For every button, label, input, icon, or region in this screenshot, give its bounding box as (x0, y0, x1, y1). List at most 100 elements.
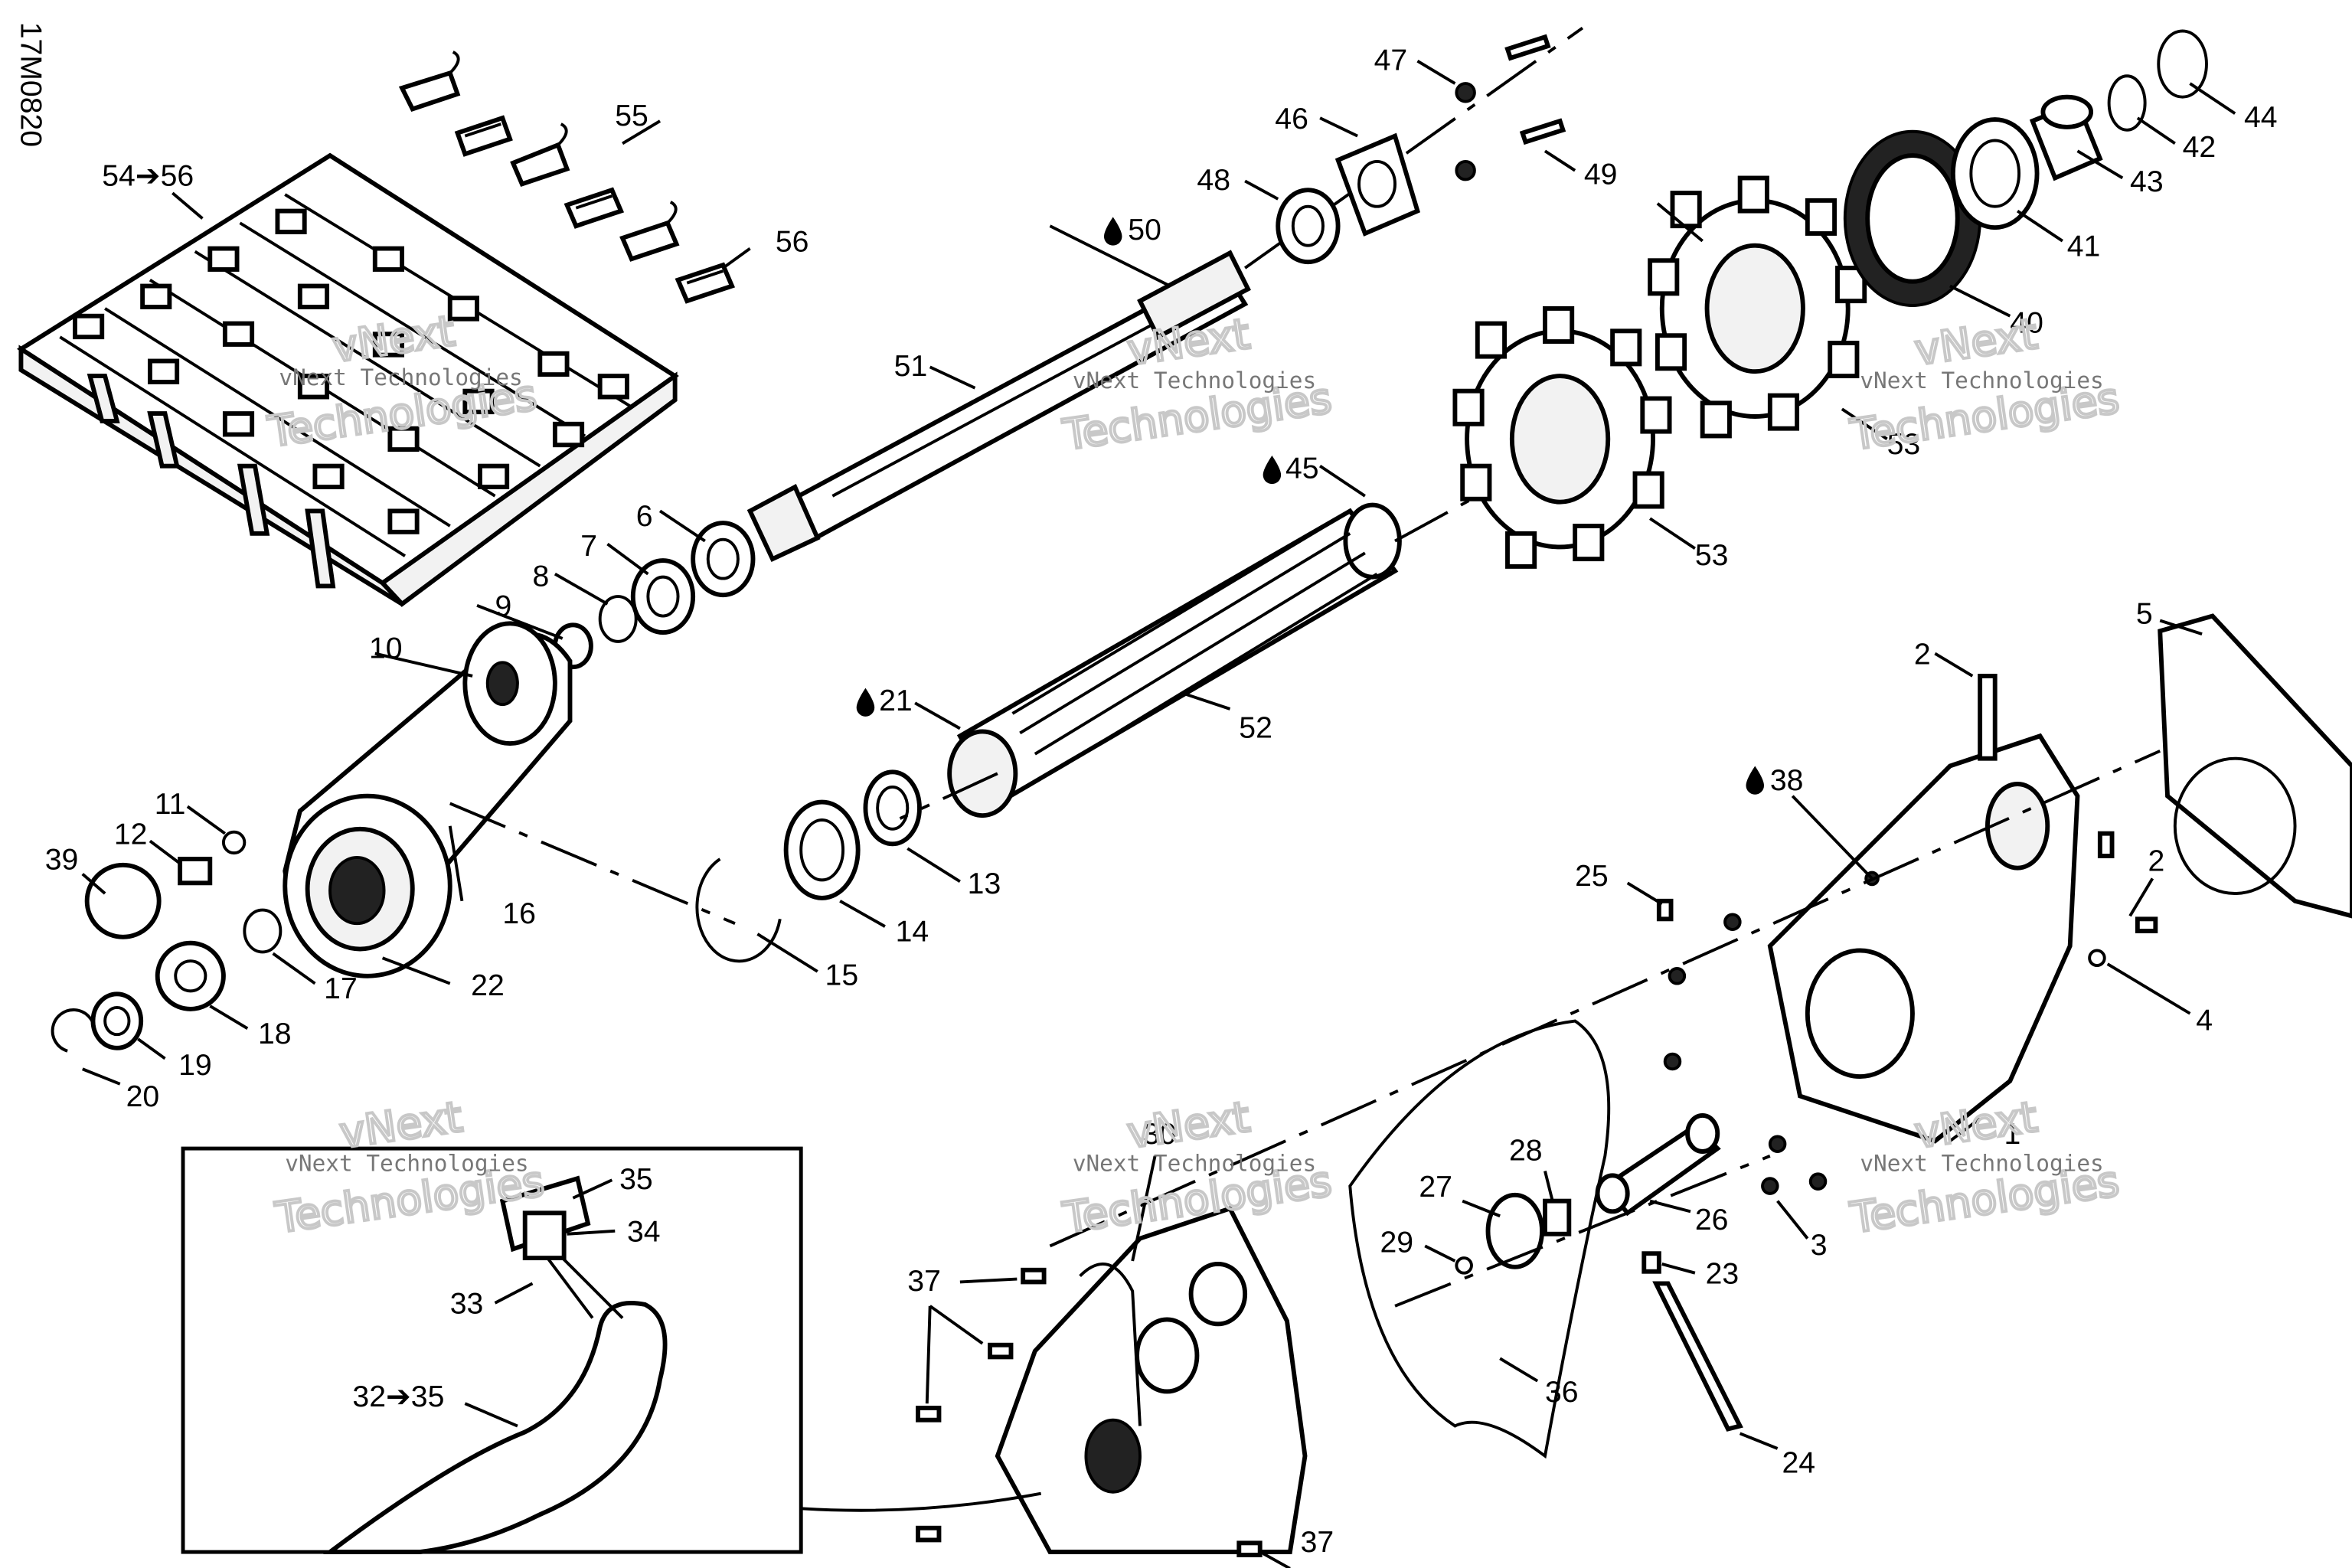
drive-axle-shaft (746, 250, 1251, 563)
callout-7: 7 (580, 530, 597, 563)
callout-10: 10 (369, 632, 403, 665)
callout-46: 46 (1275, 103, 1308, 136)
callout-28: 28 (1509, 1135, 1543, 1168)
callout-21: 21 (879, 684, 913, 717)
callout-5: 5 (2136, 597, 2153, 630)
fasteners-right (1656, 673, 2158, 1195)
chaincase-housing-1 (1767, 733, 2080, 1144)
callout-53-rear: 53 (1887, 428, 1921, 461)
callout-8: 8 (533, 560, 550, 593)
callout-39: 39 (45, 844, 79, 877)
track-sprocket-front (1452, 305, 1672, 569)
callout-2-top: 2 (1914, 638, 1931, 671)
callout-2-right: 2 (2148, 845, 2165, 878)
callout-labels: 55 56 54➔56 10 11 12 39 16 22 17 18 19 2… (45, 44, 2278, 1559)
bearings-13-14-15 (695, 769, 922, 963)
callout-43: 43 (2130, 165, 2164, 198)
callout-41: 41 (2067, 230, 2101, 263)
bearing-41 (1950, 117, 2040, 230)
centerline-sprocket (1394, 495, 1478, 543)
callout-6: 6 (636, 500, 653, 533)
callout-52: 52 (1239, 711, 1272, 744)
callout-3: 3 (1811, 1229, 1828, 1262)
track-sprocket-rear (1648, 175, 1867, 439)
svg-text:vNext Technologies: vNext Technologies (285, 1150, 528, 1176)
callout-4: 4 (2196, 1004, 2213, 1037)
svg-text:vNext Technologies: vNext Technologies (1860, 1150, 2103, 1176)
callout-17: 17 (324, 972, 358, 1005)
callout-44: 44 (2244, 101, 2278, 134)
sleeve-43 (2029, 94, 2103, 181)
callout-47: 47 (1374, 44, 1408, 77)
callout-50: 50 (1128, 214, 1161, 247)
callout-55: 55 (615, 100, 648, 132)
callout-18: 18 (258, 1018, 292, 1050)
centerline-shaft (899, 772, 998, 820)
callout-38: 38 (1770, 764, 1804, 797)
callout-15: 15 (825, 959, 859, 992)
callout-25: 25 (1575, 860, 1609, 893)
centerline (1243, 26, 1584, 270)
bearing-housing-40 (1843, 129, 1982, 307)
leader-lines (81, 59, 2236, 1568)
callout-37-left: 37 (907, 1265, 941, 1298)
chain-tensioner (1455, 1113, 1743, 1432)
callout-54: 54➔56 (102, 159, 194, 192)
track-clips (398, 51, 736, 304)
callout-24: 24 (1782, 1446, 1816, 1479)
callout-13: 13 (968, 867, 1001, 900)
callout-32: 32➔35 (352, 1380, 444, 1413)
callout-19: 19 (178, 1049, 212, 1082)
wiring-harness (323, 1175, 668, 1555)
callout-49: 49 (1584, 158, 1618, 191)
callout-37-bottom: 37 (1301, 1526, 1334, 1559)
centerline-cover (1049, 750, 2161, 1248)
callout-14: 14 (896, 916, 929, 949)
callout-22: 22 (471, 969, 505, 1002)
centerline-bolts (1394, 1155, 1771, 1308)
svg-text:vNext: vNext (1912, 309, 2040, 375)
callout-23: 23 (1706, 1257, 1740, 1290)
track-clip-plate (16, 152, 679, 607)
ring-42 (2107, 74, 2147, 132)
oil-drop-icon (856, 217, 1764, 795)
drawing-reference: 17M0820 (14, 22, 47, 147)
small-parts-11-12-17-18-19-20-39 (51, 830, 283, 1053)
inset-frame (181, 1146, 803, 1554)
callout-45: 45 (1285, 452, 1319, 485)
callout-26: 26 (1695, 1204, 1729, 1236)
callout-40: 40 (2010, 306, 2043, 339)
drive-shaft-52 (947, 502, 1402, 818)
centerline-gear (449, 802, 736, 926)
callout-56: 56 (776, 225, 809, 258)
callout-16: 16 (502, 897, 536, 930)
callout-29: 29 (1380, 1226, 1413, 1259)
svg-text:vNext: vNext (1125, 1092, 1253, 1158)
callout-11: 11 (155, 788, 186, 821)
callout-42: 42 (2183, 131, 2216, 164)
callout-30: 30 (1143, 1118, 1177, 1151)
ring-44 (2157, 29, 2208, 99)
harness-link-line (801, 1491, 1042, 1512)
svg-text:vNext Technologies: vNext Technologies (1860, 368, 2103, 394)
bolts-37 (916, 1267, 1263, 1557)
svg-text:vNext Technologies: vNext Technologies (1073, 368, 1316, 394)
svg-text:vNext Technologies: vNext Technologies (279, 364, 522, 390)
callout-9: 9 (495, 590, 512, 623)
callout-34: 34 (627, 1216, 661, 1249)
callout-33: 33 (450, 1288, 484, 1321)
callout-53-front: 53 (1695, 539, 1729, 572)
callout-36: 36 (1545, 1376, 1579, 1409)
callout-12: 12 (114, 818, 148, 851)
inner-cover-30 (995, 1205, 1308, 1555)
bearing-48-and-flange-46 (1276, 34, 1566, 265)
bearings-left (552, 521, 756, 670)
callout-1: 1 (2004, 1118, 2020, 1151)
side-cover-5 (2158, 613, 2352, 919)
callout-48: 48 (1197, 164, 1230, 197)
svg-text:vNext Technologies: vNext Technologies (1073, 1150, 1316, 1176)
callout-20: 20 (126, 1080, 160, 1113)
chain-and-gear-assembly (283, 621, 573, 978)
callout-51: 51 (894, 350, 928, 383)
